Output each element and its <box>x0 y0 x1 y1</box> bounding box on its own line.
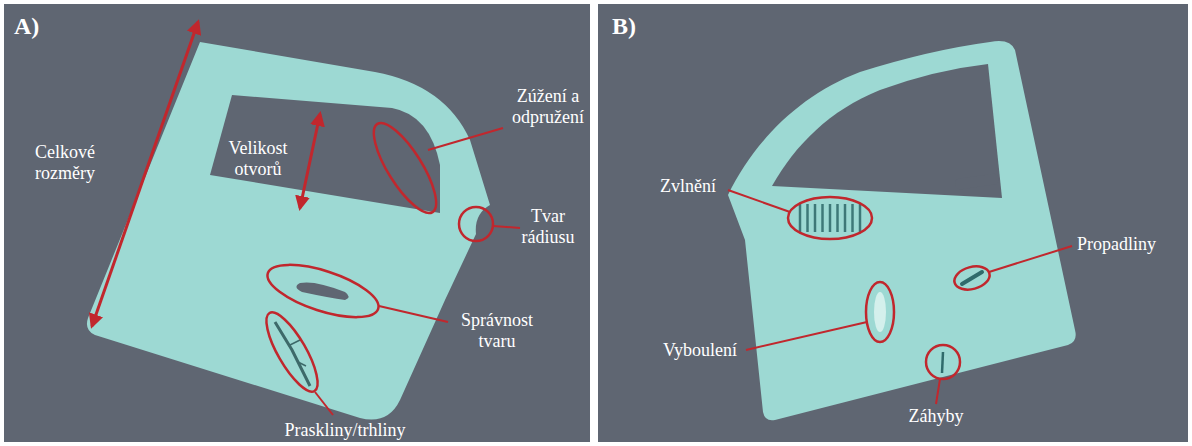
callout-ellipse <box>866 282 894 342</box>
waviness-stripe <box>829 204 832 232</box>
waviness-stripe <box>806 204 809 232</box>
callout-ellipse <box>257 306 326 398</box>
callout-label: Celkové rozměry <box>10 142 120 184</box>
callout-label: Záhyby <box>891 406 981 427</box>
door-panel <box>87 42 490 420</box>
leader-line <box>728 190 790 212</box>
sink-mark <box>962 272 982 284</box>
leader-line <box>428 128 503 150</box>
waviness-stripe <box>799 204 802 232</box>
callout-label: Tvar rádiusu <box>508 206 588 248</box>
callout-label: Zvlnění <box>648 176 728 197</box>
waviness-stripe <box>836 204 839 232</box>
waviness-stripe <box>844 204 847 232</box>
handle-slot <box>955 173 1000 190</box>
callout-label: Propadliny <box>1077 234 1156 255</box>
callout-label: Velikost otvorů <box>213 138 303 180</box>
callout-label: Vyboulení <box>650 340 750 361</box>
callout-ellipse <box>363 115 447 221</box>
callout-circle <box>459 207 493 241</box>
panel-a <box>4 4 590 442</box>
panel-b <box>598 4 1188 442</box>
callout-label: Praskliny/trhliny <box>260 420 430 441</box>
leader-line <box>493 226 520 228</box>
panel-letter: B) <box>612 12 636 40</box>
fold-mark <box>942 352 943 373</box>
dimension-arrow <box>300 114 320 208</box>
callout-label: Zúžení a odpružení <box>503 86 593 128</box>
bulge <box>874 292 886 332</box>
leader-line <box>746 322 867 350</box>
waviness-stripe <box>814 204 817 232</box>
waviness-stripe <box>851 204 854 232</box>
window-opening <box>772 64 1002 198</box>
waviness-stripe <box>821 204 824 232</box>
callout-label: Správnost tvaru <box>447 310 547 352</box>
door-panel <box>728 41 1076 420</box>
handle-slot <box>296 282 348 300</box>
dimension-arrow <box>92 22 198 326</box>
leader-line <box>936 379 940 404</box>
callout-ellipse <box>952 263 992 294</box>
callout-circle <box>926 345 960 379</box>
leader-line <box>989 246 1072 272</box>
callout-ellipse <box>788 197 872 239</box>
waviness-stripe <box>859 204 862 232</box>
panel-letter: A) <box>14 12 39 40</box>
waviness-stripes <box>800 204 860 232</box>
leader-line <box>379 306 448 322</box>
leader-line <box>315 392 333 415</box>
